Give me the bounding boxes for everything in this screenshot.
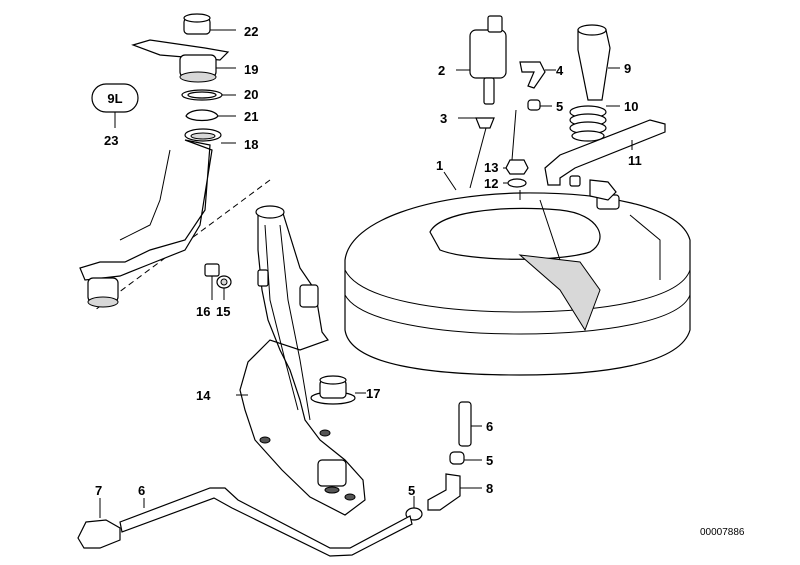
seal-part-3: [458, 117, 495, 189]
callout-19: 19: [244, 62, 258, 77]
seal-ring-part-20: [181, 89, 236, 101]
callout-17: 17: [366, 386, 380, 401]
washer-part-12: [503, 178, 527, 188]
callout-13: 13: [484, 160, 498, 175]
clip-part-21: [185, 109, 236, 122]
hose-part-6-bottom: [119, 487, 413, 557]
bellows-part-10: [569, 105, 620, 142]
pump-part-2: [456, 15, 507, 105]
pipe-part-6-right: [458, 401, 482, 447]
callout-22: 22: [244, 24, 258, 39]
hose-clamp-part-5-top: [527, 99, 552, 111]
filler-cap-part-9: [577, 24, 620, 101]
callout-5-bottom: 5: [408, 483, 415, 498]
leader-1: [443, 171, 457, 191]
clamp-part-5-right: [449, 451, 482, 465]
separator-line: [94, 179, 271, 311]
callout-3: 3: [440, 111, 447, 126]
callout-18: 18: [244, 137, 258, 152]
callout-11: 11: [628, 153, 642, 168]
callout-7: 7: [95, 483, 102, 498]
elbow-part-8: [427, 473, 482, 511]
callout-1: 1: [436, 158, 443, 173]
reservoir-bracket-part-14: [239, 205, 366, 516]
nozzle-part-7: [77, 498, 121, 549]
callout-20: 20: [244, 87, 258, 102]
callout-16: 16: [196, 304, 210, 319]
callout-10: 10: [624, 99, 638, 114]
grommet-part-17: [310, 375, 366, 405]
callout-5-right: 5: [486, 453, 493, 468]
callout-6-bottom: 6: [138, 483, 145, 498]
tank-connector: [519, 179, 617, 201]
nut-part-16: [204, 263, 220, 300]
washer-fluid-tank-part-1: [344, 192, 691, 376]
callout-8: 8: [486, 481, 493, 496]
callout-14: 14: [196, 388, 211, 403]
callout-4: 4: [556, 63, 564, 78]
badge-text: 9L: [107, 91, 122, 106]
callout-15: 15: [216, 304, 230, 319]
callout-6-right: 6: [486, 419, 493, 434]
filler-neck-hose: [79, 139, 213, 308]
callout-2: 2: [438, 63, 445, 78]
elbow-fitting-part-4: [519, 61, 556, 89]
callout-9: 9: [624, 61, 631, 76]
hose-clamp-part-18: [184, 128, 236, 144]
leader-13: [511, 109, 517, 161]
nut-part-13: [503, 159, 529, 175]
capacity-badge: 9L: [91, 83, 139, 128]
callout-21: 21: [244, 109, 258, 124]
document-number: 00007886: [700, 527, 745, 538]
filler-cap-part-22: [183, 13, 236, 35]
callout-12: 12: [484, 176, 498, 191]
hose-part-11: [544, 119, 666, 187]
filler-flange-part-19: [131, 39, 236, 83]
washer-part-15: [216, 275, 232, 300]
callout-23: 23: [104, 133, 118, 148]
callout-5-top: 5: [556, 99, 563, 114]
